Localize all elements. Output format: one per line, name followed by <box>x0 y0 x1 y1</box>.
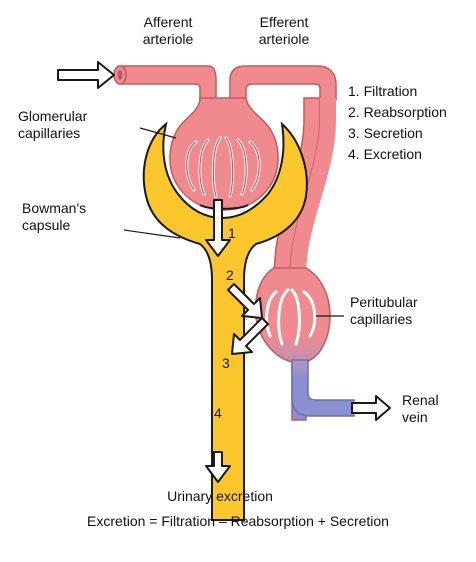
efferent-arteriole-label: Efferent arteriole <box>258 14 310 47</box>
renal-vein <box>291 359 355 417</box>
step-excretion: 4. Excretion <box>348 146 422 162</box>
bowmans-leader-line <box>123 229 181 239</box>
glomerular-capillaries-label: Glomerular capillaries <box>18 108 88 141</box>
step-filtration: 1. Filtration <box>348 83 418 99</box>
bowmans-capsule-label: Bowman's capsule <box>22 200 87 233</box>
renal-vein-arrow <box>351 395 391 421</box>
afferent-arteriole-label: Afferent arteriole <box>142 14 194 47</box>
step-number-1: 1 <box>228 225 236 241</box>
input-arrow <box>57 61 115 89</box>
step-number-2: 2 <box>226 267 234 283</box>
step-number-4: 4 <box>214 405 222 421</box>
glomerulus <box>169 97 279 211</box>
excretion-equation: Excretion = Filtration – Reabsorption + … <box>87 513 389 529</box>
glomerular-leader-line <box>139 127 177 139</box>
step-number-3: 3 <box>222 355 230 371</box>
excretion-arrow <box>205 451 231 483</box>
secretion-arrow <box>231 317 269 355</box>
step-secretion: 3. Secretion <box>348 125 423 141</box>
afferent-arteriole <box>113 65 217 101</box>
urinary-excretion-label: Urinary excretion <box>167 488 273 504</box>
filtration-arrow <box>205 199 231 257</box>
process-steps-list: 1. Filtration 2. Reabsorption 3. Secreti… <box>348 81 447 165</box>
reabsorption-arrow <box>227 283 263 319</box>
step-reabsorption: 2. Reabsorption <box>348 104 447 120</box>
peritubular-capillaries-label: Peritubular capillaries <box>350 294 418 327</box>
renal-vein-label: Renal vein <box>402 392 439 425</box>
